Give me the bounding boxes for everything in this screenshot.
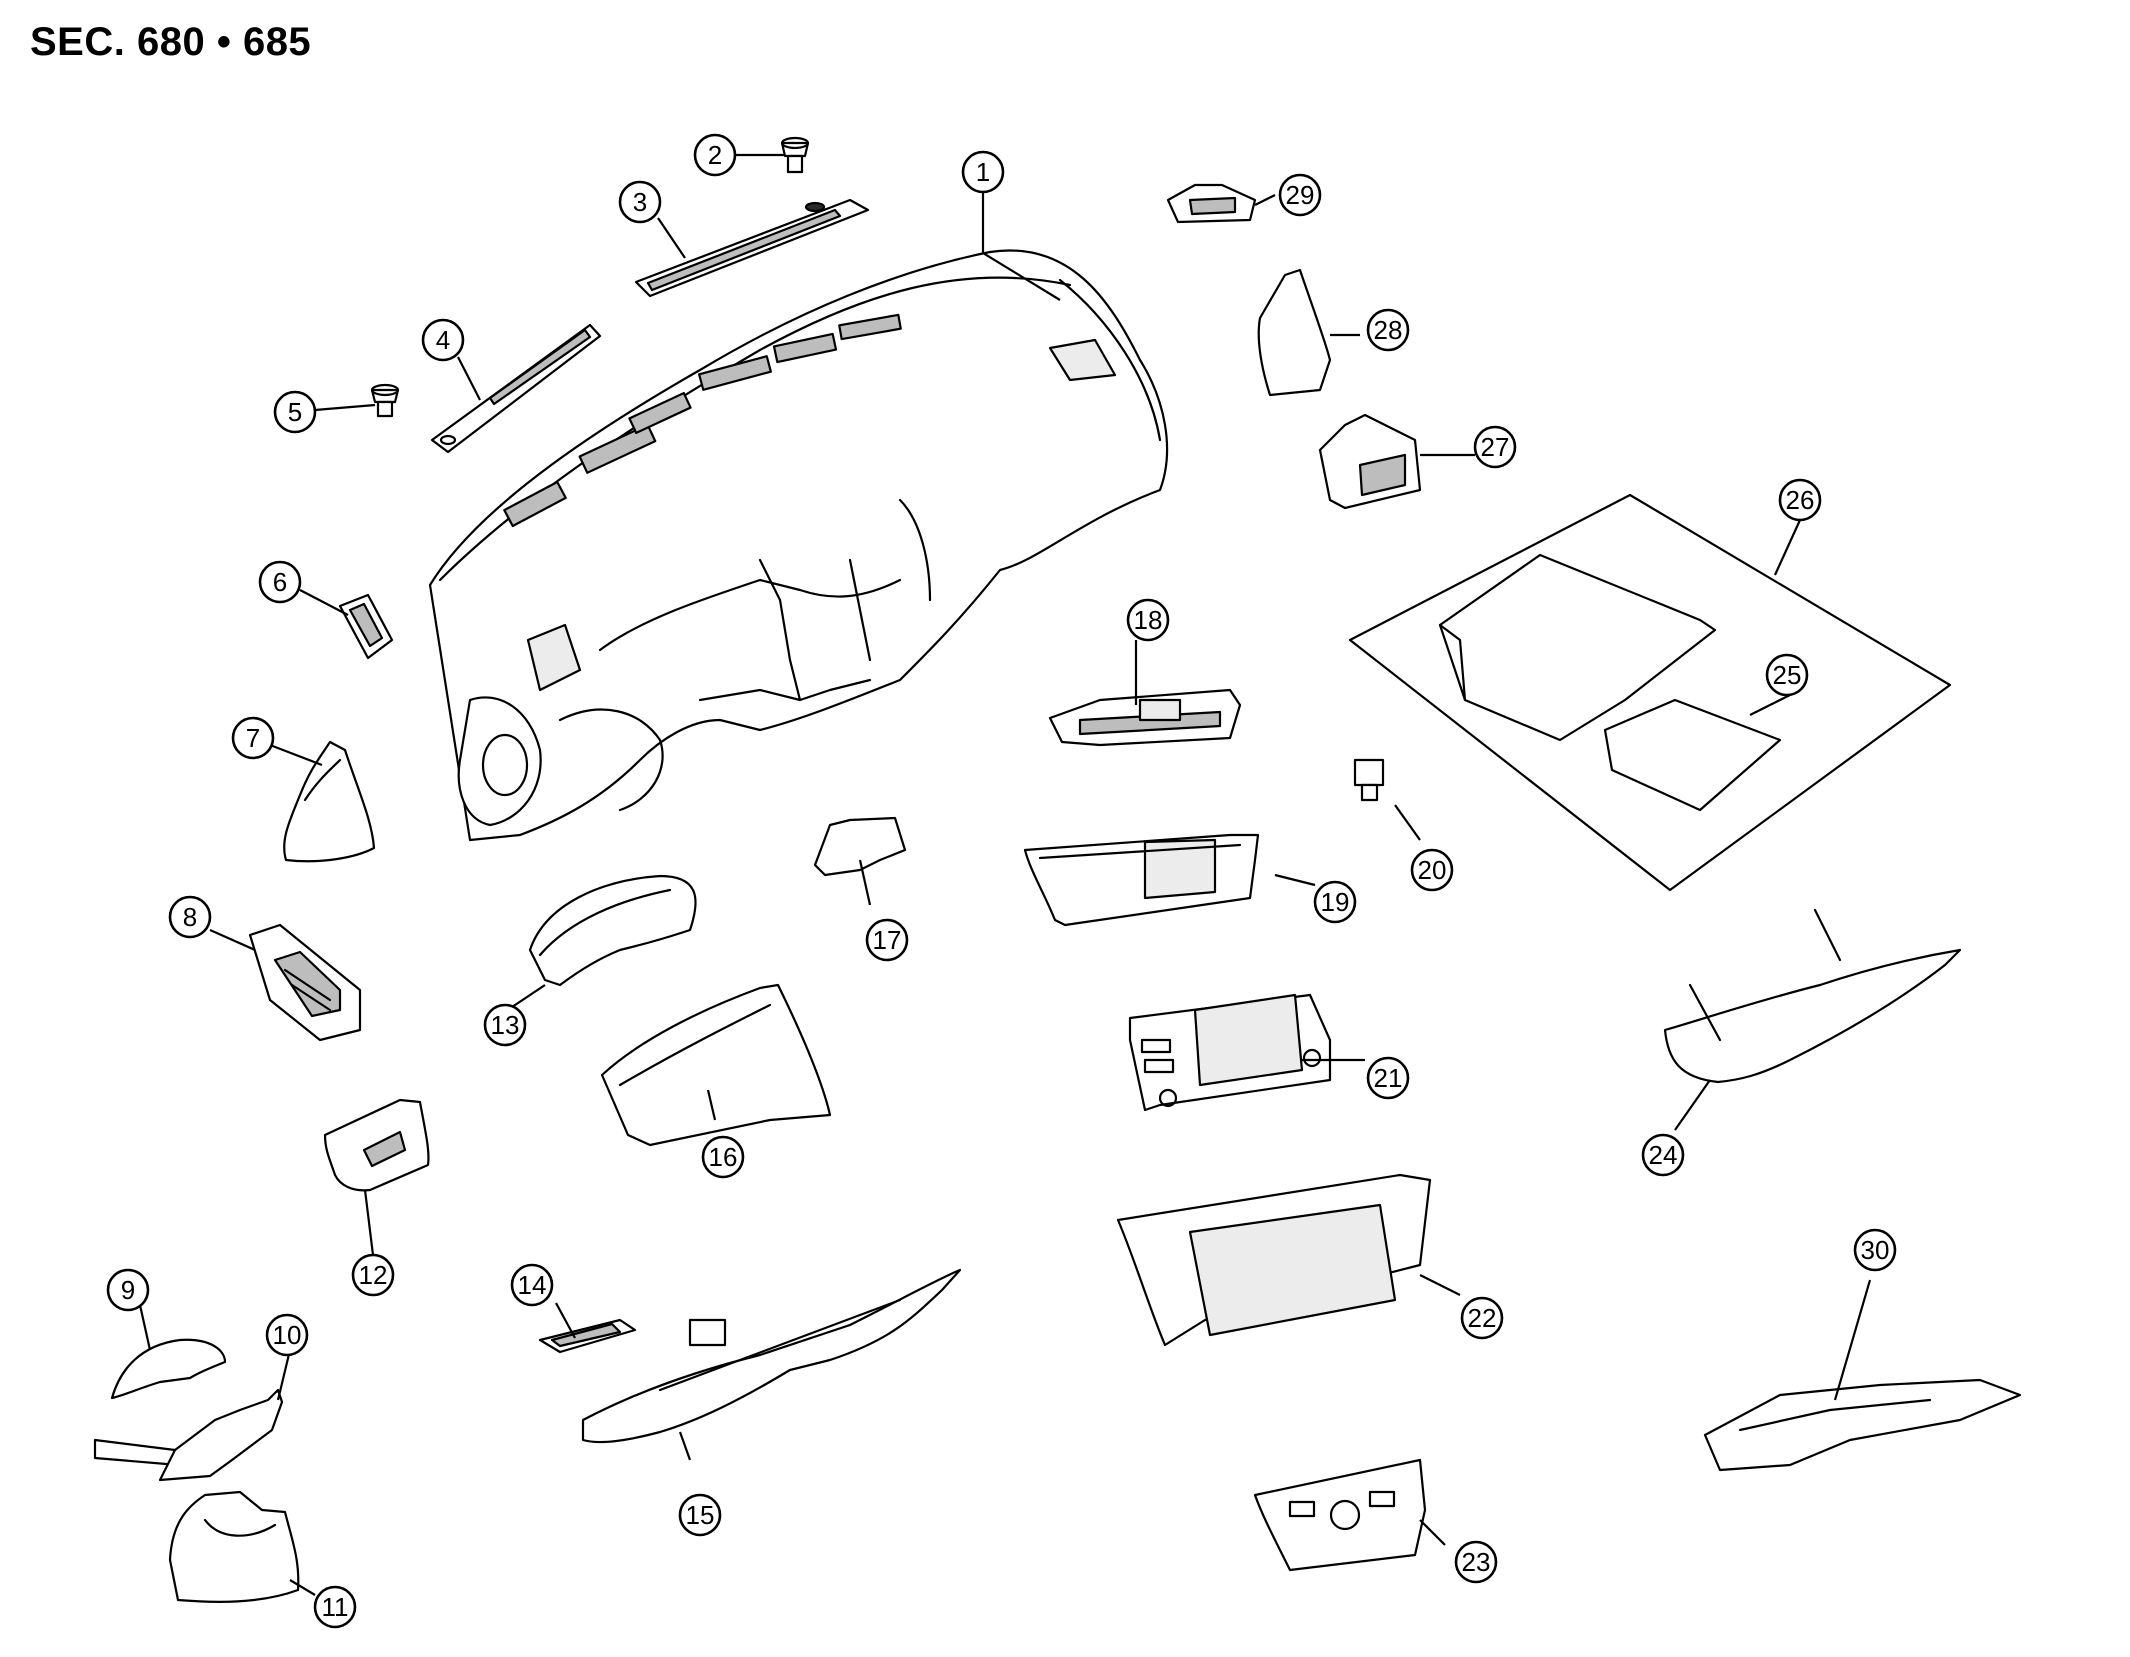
callout-label: 12 (359, 1260, 388, 1290)
callout-5: 5 (273, 390, 317, 434)
callout-label: 15 (686, 1500, 715, 1530)
callout-label: 22 (1468, 1303, 1497, 1333)
callout-26: 26 (1778, 478, 1822, 522)
callout-20: 20 (1410, 848, 1454, 892)
leader-lines (138, 153, 1872, 1596)
part-column-cover-9 (110, 1338, 227, 1400)
callout-label: 28 (1374, 315, 1403, 345)
callout-27: 27 (1473, 425, 1517, 469)
callout-19: 19 (1313, 880, 1357, 924)
part-instrument-panel (428, 249, 1169, 842)
part-bracket-14 (538, 1318, 637, 1354)
callout-label: 29 (1286, 180, 1315, 210)
part-bracket-17 (813, 816, 907, 877)
callout-29: 29 (1278, 173, 1322, 217)
callout-25: 25 (1765, 653, 1809, 697)
callout-label: 4 (436, 325, 450, 355)
part-cluster-lid-13 (528, 874, 697, 987)
callout-18: 18 (1126, 598, 1170, 642)
callout-30: 30 (1853, 1228, 1897, 1272)
callout-14: 14 (510, 1263, 554, 1307)
callout-8: 8 (168, 895, 212, 939)
part-cluster-finisher-16 (600, 983, 832, 1147)
part-side-grille-4 (430, 323, 602, 454)
callout-label: 2 (708, 140, 722, 170)
part-clip-2 (780, 136, 810, 174)
callout-label: 1 (976, 157, 990, 187)
callout-label: 20 (1418, 855, 1447, 885)
callout-4: 4 (421, 318, 465, 362)
callout-label: 14 (518, 1270, 547, 1300)
callout-label: 3 (633, 187, 647, 217)
part-clip-5 (370, 383, 400, 418)
callout-22: 22 (1460, 1296, 1504, 1340)
callout-17: 17 (865, 918, 909, 962)
part-center-vent-18 (1048, 688, 1242, 747)
part-side-vent-6 (338, 593, 394, 660)
callout-label: 18 (1134, 605, 1163, 635)
part-knee-finisher-12 (323, 1098, 430, 1192)
callout-label: 7 (246, 723, 260, 753)
callout-label: 11 (322, 1592, 349, 1622)
callout-12: 12 (351, 1253, 395, 1297)
callout-label: 24 (1649, 1140, 1678, 1170)
callout-label: 13 (491, 1010, 520, 1040)
callout-13: 13 (483, 1003, 527, 1047)
callout-7: 7 (231, 716, 275, 760)
callout-label: 26 (1786, 485, 1815, 515)
part-combination-switch-10 (93, 1388, 284, 1482)
part-ac-controller-23 (1253, 1458, 1427, 1572)
callout-3: 3 (618, 180, 662, 224)
part-glovebox-24 (1663, 908, 1962, 1084)
part-vent-29 (1166, 183, 1257, 224)
part-right-vent-27 (1318, 413, 1422, 510)
callout-label: 6 (273, 567, 287, 597)
callout-label: 10 (273, 1320, 302, 1350)
callout-label: 27 (1481, 432, 1510, 462)
callout-6: 6 (258, 560, 302, 604)
callout-label: 25 (1773, 660, 1802, 690)
part-side-panel-28 (1257, 268, 1332, 397)
part-side-finisher-7 (283, 740, 376, 863)
callout-label: 9 (121, 1275, 135, 1305)
callout-23: 23 (1454, 1540, 1498, 1584)
part-under-cover-30 (1703, 1378, 2022, 1472)
callout-21: 21 (1366, 1056, 1410, 1100)
part-side-vent-8 (248, 923, 362, 1042)
callout-10: 10 (265, 1313, 309, 1357)
part-column-cover-11 (168, 1490, 300, 1603)
callout-24: 24 (1641, 1133, 1685, 1177)
part-defroster-grille-3 (634, 198, 870, 298)
callout-28: 28 (1366, 308, 1410, 352)
callout-11: 11 (313, 1585, 357, 1629)
part-glovebox-inner-26 (1348, 493, 1952, 892)
callout-16: 16 (701, 1135, 745, 1179)
callout-15: 15 (678, 1493, 722, 1537)
part-audio-unit-21 (1128, 993, 1332, 1112)
part-display-finisher-22 (1116, 1173, 1432, 1347)
part-lower-panel-15 (581, 1268, 962, 1444)
callout-label: 19 (1321, 887, 1350, 917)
callout-9: 9 (106, 1268, 150, 1312)
callout-label: 16 (709, 1142, 738, 1172)
page-title: SEC. 680 • 685 (30, 20, 312, 64)
callout-2: 2 (693, 133, 737, 177)
callout-label: 17 (873, 925, 902, 955)
part-switch-20 (1353, 758, 1385, 802)
callout-1: 1 (961, 150, 1005, 194)
part-center-bezel-19 (1023, 833, 1260, 927)
callout-label: 21 (1374, 1063, 1403, 1093)
callout-label: 30 (1861, 1235, 1890, 1265)
callout-label: 8 (183, 902, 197, 932)
callout-label: 5 (288, 397, 302, 427)
callout-label: 23 (1462, 1547, 1491, 1577)
